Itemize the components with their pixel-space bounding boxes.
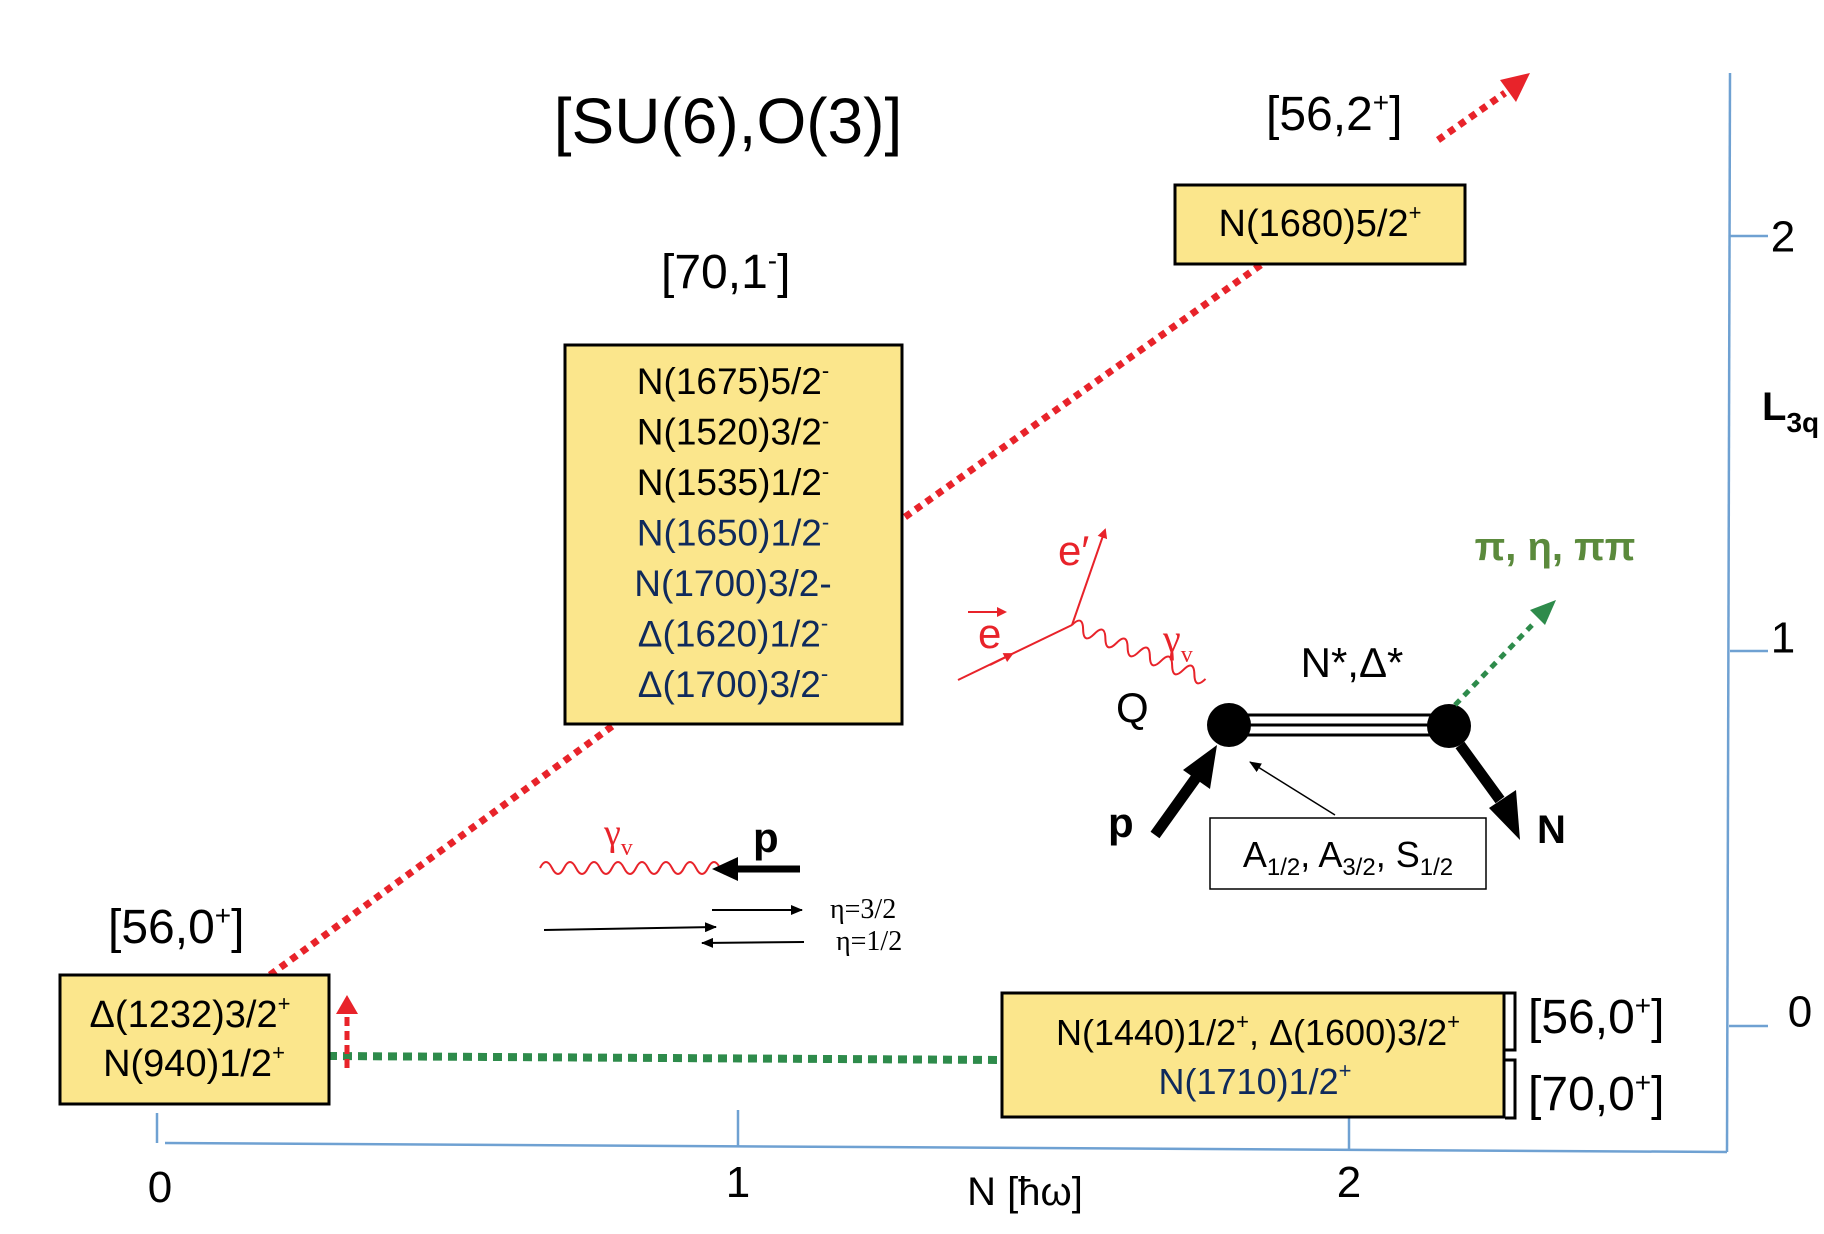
label-decay-products: π, η, ππ <box>1475 525 1636 569</box>
x-tick-label-2: 2 <box>1337 1158 1361 1207</box>
helicity-eta-1-2: η=1/2 <box>836 926 902 957</box>
y-tick-label-2: 2 <box>1771 213 1795 262</box>
supermultiplet-70-0-right: [70,0+] <box>1528 1067 1664 1121</box>
helicity-amplitudes-label: A1/2, A3/2, S1/2 <box>1243 834 1453 881</box>
right-brackets <box>1505 991 1517 1120</box>
y-axis-line <box>1725 72 1732 1153</box>
label-n-out: N <box>1537 808 1566 852</box>
state-l1-1: N(1520)3/2- <box>637 409 829 453</box>
state-n940: N(940)1/2+ <box>103 1040 285 1085</box>
red-vertical-arrow <box>336 995 358 1068</box>
helicity-eta-3-2: η=3/2 <box>830 894 896 925</box>
green-radial-line <box>327 1052 1003 1064</box>
meson-decay-arrow <box>1453 600 1556 707</box>
box-radial-excitations: N(1440)1/2+, Δ(1600)3/2+ N(1710)1/2+ <box>1000 991 1506 1119</box>
page-title: [SU(6),O(3)] <box>554 85 902 157</box>
box-l1-multiplet: N(1675)5/2- N(1520)3/2- N(1535)1/2- N(1650)… <box>563 343 904 726</box>
supermultiplet-70-1: [70,1-] <box>661 245 790 299</box>
y-axis-label: L3q <box>1762 385 1819 438</box>
helicity-arrow-left-lower <box>701 937 805 948</box>
proton-arrow <box>1150 745 1217 839</box>
supermultiplet-56-0-right: [56,0+] <box>1528 990 1664 1044</box>
x-tick-label-0: 0 <box>148 1163 172 1212</box>
label-e-out: e′ <box>1058 527 1089 574</box>
state-l1-4: N(1700)3/2- <box>634 563 831 604</box>
red-trajectory-arrowhead <box>1500 73 1530 102</box>
state-n1710: N(1710)1/2+ <box>1159 1058 1352 1102</box>
helicity-arrow-long-right <box>543 922 717 933</box>
state-l1-3: N(1650)1/2- <box>637 510 829 554</box>
label-resonance: N*,Δ* <box>1301 639 1404 686</box>
state-l1-5: Δ(1620)1/2- <box>638 611 828 655</box>
x-tick-label-1: 1 <box>726 1158 750 1207</box>
svg-text:e: e <box>978 610 1001 657</box>
supermultiplet-56-2: [56,2+] <box>1266 87 1402 141</box>
virtual-photon-wave <box>1071 619 1207 685</box>
helicity-amplitudes-box <box>1209 817 1487 890</box>
vertex-left <box>1207 703 1251 747</box>
helicity-photon-wave <box>539 861 733 875</box>
label-q: Q <box>1116 684 1149 731</box>
incoming-electron-line <box>957 624 1073 681</box>
box-ground-state: Δ(1232)3/2+ N(940)1/2+ <box>58 973 331 1106</box>
label-gamma-v: γv <box>1162 616 1193 668</box>
x-axis-label: N [ħω] <box>967 1170 1083 1214</box>
state-l1-0: N(1675)5/2- <box>637 358 829 402</box>
supermultiplet-56-0-left: [56,0+] <box>108 900 244 954</box>
y-tick-label-1: 1 <box>1771 614 1795 663</box>
red-trajectory-line <box>267 73 1530 978</box>
state-delta1232: Δ(1232)3/2+ <box>90 991 291 1036</box>
nucleon-out-arrow <box>1455 741 1520 840</box>
electron-lines <box>957 528 1108 681</box>
helicity-gamma-label: γv <box>603 812 633 861</box>
state-n1680: N(1680)5/2+ <box>1219 200 1422 245</box>
state-l1-6: Δ(1700)3/2- <box>638 661 828 705</box>
label-p-process: p <box>1108 799 1134 846</box>
helicity-p-label: p <box>753 814 779 861</box>
helicity-proton-arrow <box>712 857 800 881</box>
incoming-electron-arrowhead <box>989 653 1014 666</box>
amplitude-pointer <box>1249 761 1336 816</box>
state-n1440-delta1600: N(1440)1/2+, Δ(1600)3/2+ <box>1056 1009 1460 1053</box>
y-tick-label-0: 0 <box>1788 988 1812 1037</box>
x-axis-line <box>164 1141 1728 1154</box>
box-n1680: N(1680)5/2+ <box>1173 183 1467 266</box>
label-e-in: e <box>968 607 1007 657</box>
state-l1-2: N(1535)1/2- <box>637 459 829 503</box>
vertex-right <box>1427 704 1471 748</box>
resonance-propagator <box>1230 713 1450 737</box>
scattered-electron-line <box>1071 528 1108 626</box>
axes <box>155 72 1768 1154</box>
